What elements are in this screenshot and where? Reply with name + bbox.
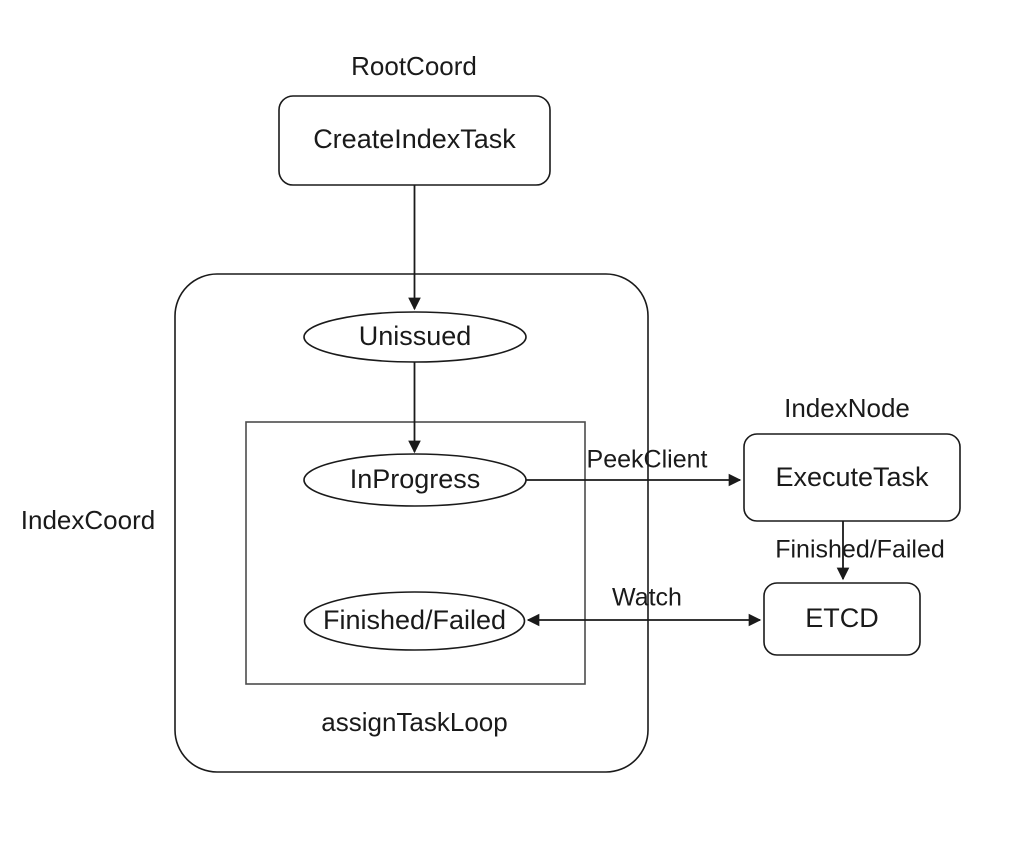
node-label-in-progress: InProgress [350,464,481,494]
node-label-create-index-task: CreateIndexTask [313,124,516,154]
node-label-unissued: Unissued [359,321,472,351]
edge-label-watch: Watch [612,584,682,612]
node-etcd[interactable] [763,582,921,656]
group-label-assign-task-loop: assignTaskLoop [321,707,507,737]
edge-label-peek-client: PeekClient [587,446,708,474]
group-label-index-coord: IndexCoord [21,505,155,535]
node-finished-failed-state[interactable] [303,591,526,651]
group-label-index-node: IndexNode [784,393,910,423]
node-label-etcd: ETCD [805,603,879,633]
node-label-finished-failed-state: Finished/Failed [323,605,506,635]
node-label-execute-task: ExecuteTask [775,462,929,492]
group-label-root-coord: RootCoord [351,51,477,81]
node-execute-task[interactable] [743,433,961,522]
edge-label-finished-failed: Finished/Failed [775,536,945,564]
